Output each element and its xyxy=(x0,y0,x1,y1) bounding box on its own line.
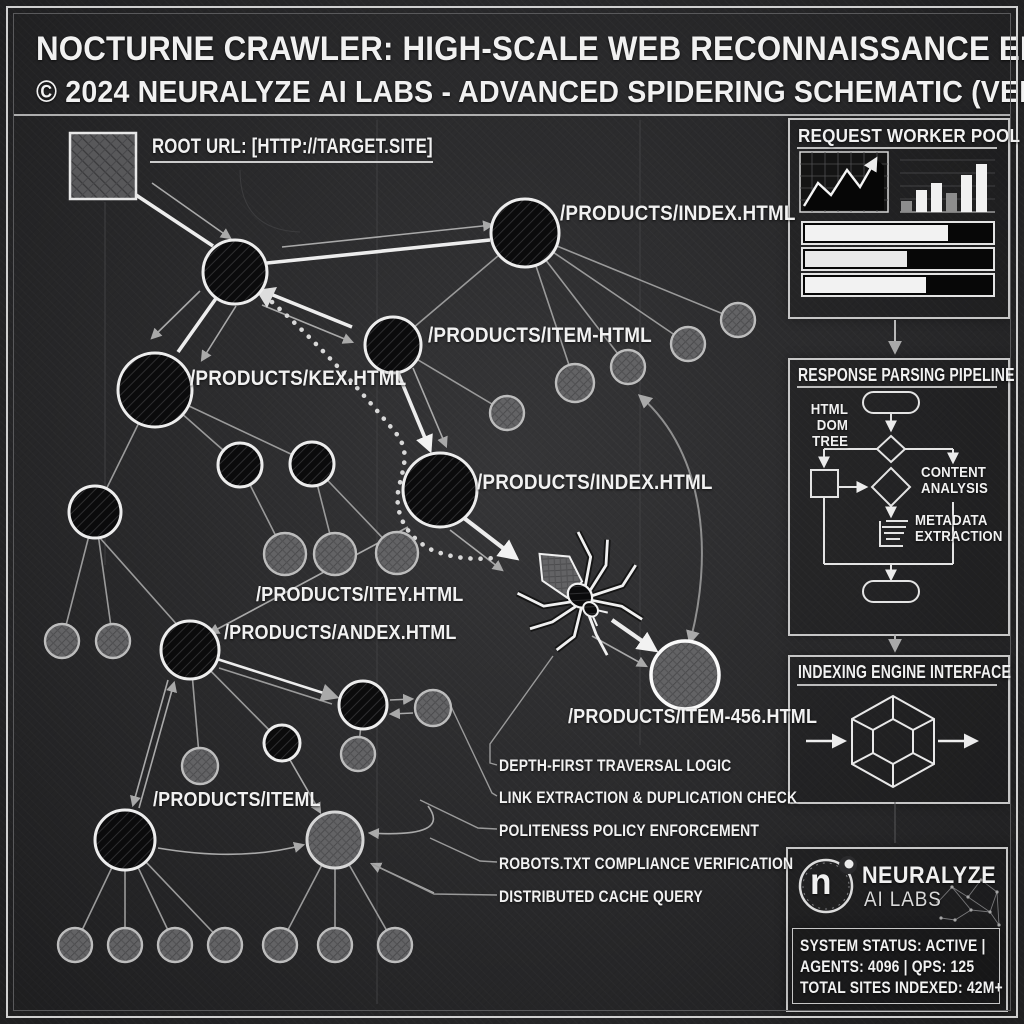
header-divider xyxy=(14,114,1010,116)
root-node xyxy=(68,131,138,201)
worker-pool-title-underline xyxy=(797,147,997,149)
legend-item-robots-txt: ROBOTS.TXT COMPLIANCE VERIFICATION xyxy=(499,854,794,873)
legend-item-depth-first: DEPTH-FIRST TRAVERSAL LOGIC xyxy=(499,756,732,775)
bar xyxy=(961,174,972,212)
brand-division: AI LABS xyxy=(864,888,942,911)
bar xyxy=(931,182,942,212)
parsing-flowchart xyxy=(810,391,959,603)
content-analysis-label: CONTENT ANALYSIS xyxy=(921,464,988,498)
worker-bar-chart xyxy=(901,150,995,212)
brand-name: NEURALYZE xyxy=(862,862,997,889)
node-andex xyxy=(159,619,221,681)
bar xyxy=(976,163,987,212)
legend-item-politeness: POLITENESS POLICY ENFORCEMENT xyxy=(499,821,760,840)
constellation-decoration xyxy=(936,878,1001,927)
crawl-nodes-grey xyxy=(43,301,757,964)
worker-progress-3 xyxy=(801,273,995,297)
legend-item-cache-query: DISTRIBUTED CACHE QUERY xyxy=(499,887,703,906)
label-item-456: /PRODUCTS/ITEM-456.HTML xyxy=(568,706,818,728)
progress-fill xyxy=(805,251,908,267)
parsing-title: RESPONSE PARSING PIPELINE xyxy=(798,365,1015,385)
progress-fill xyxy=(805,277,926,293)
label-iteml: /PRODUCTS/ITEML xyxy=(153,789,321,811)
legend-item-link-extraction: LINK EXTRACTION & DUPLICATION CHECK xyxy=(499,788,798,807)
indexing-title-underline xyxy=(797,684,997,686)
label-item-html: /PRODUCTS/ITEM-HTML xyxy=(428,324,652,347)
logo-letter: n xyxy=(810,861,832,902)
node-item-html xyxy=(363,315,423,375)
node-index-mid xyxy=(401,451,479,529)
panel-system-status xyxy=(792,928,1000,1004)
worker-progress-2 xyxy=(801,247,995,271)
page-title: NOCTURNE CRAWLER: HIGH-SCALE WEB RECONNA… xyxy=(36,30,1024,68)
line-chart xyxy=(799,151,889,213)
bar xyxy=(916,190,927,212)
crawl-nodes-dark xyxy=(67,197,561,872)
legend-connectors xyxy=(371,655,554,896)
panel-indexing-engine-interface xyxy=(788,655,1010,804)
node-hub xyxy=(201,238,269,306)
spider-icon xyxy=(516,530,644,656)
indexing-title: INDEXING ENGINE INTERFACE xyxy=(798,662,1011,682)
root-url-label: ROOT URL: [HTTP://TARGET.SITE] xyxy=(152,135,433,158)
label-index-mid: /PRODUCTS/INDEX.HTML xyxy=(477,471,713,494)
brand-logo-icon xyxy=(798,856,857,914)
worker-progress-1 xyxy=(801,221,995,245)
status-line-2: AGENTS: 4096 | QPS: 125 xyxy=(800,957,975,976)
node-kex xyxy=(116,351,194,429)
traversal-edges xyxy=(132,191,659,702)
dom-tree-label: HTML DOM TREE xyxy=(810,401,849,451)
node-index-top xyxy=(489,197,561,269)
bar xyxy=(901,200,912,212)
panel-brand xyxy=(786,847,1008,1012)
label-index-top: /PRODUCTS/INDEX.HTML xyxy=(560,202,796,225)
label-itey: /PRODUCTS/ITEY.HTML xyxy=(256,584,464,606)
page-subtitle: © 2024 NEURALYZE AI LABS - ADVANCED SPID… xyxy=(36,74,1024,109)
label-kex: /PRODUCTS/KEX.HTML xyxy=(190,367,407,390)
status-line-1: SYSTEM STATUS: ACTIVE | xyxy=(800,936,986,955)
status-line-3: TOTAL SITES INDEXED: 42M+ xyxy=(800,978,1003,997)
metadata-extraction-label: METADATA EXTRACTION xyxy=(915,512,1003,546)
parsing-title-underline xyxy=(797,386,997,388)
node-item-456 xyxy=(649,639,721,711)
worker-pool-title: REQUEST WORKER POOL xyxy=(798,126,1021,146)
index-cube-icon xyxy=(851,694,935,789)
label-andex: /PRODUCTS/ANDEX.HTML xyxy=(224,622,457,644)
progress-fill xyxy=(805,225,949,241)
bar xyxy=(946,193,957,212)
node-iteml xyxy=(93,808,157,872)
